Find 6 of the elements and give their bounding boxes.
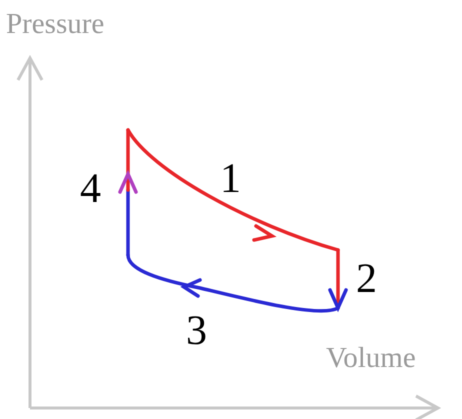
axis-label: Pressure (6, 10, 104, 39)
axis-label: Volume (326, 344, 416, 373)
process-number: 2 (356, 258, 377, 300)
process-number: 4 (80, 168, 101, 210)
process-number: 3 (186, 310, 207, 352)
process-number: 1 (220, 158, 241, 200)
